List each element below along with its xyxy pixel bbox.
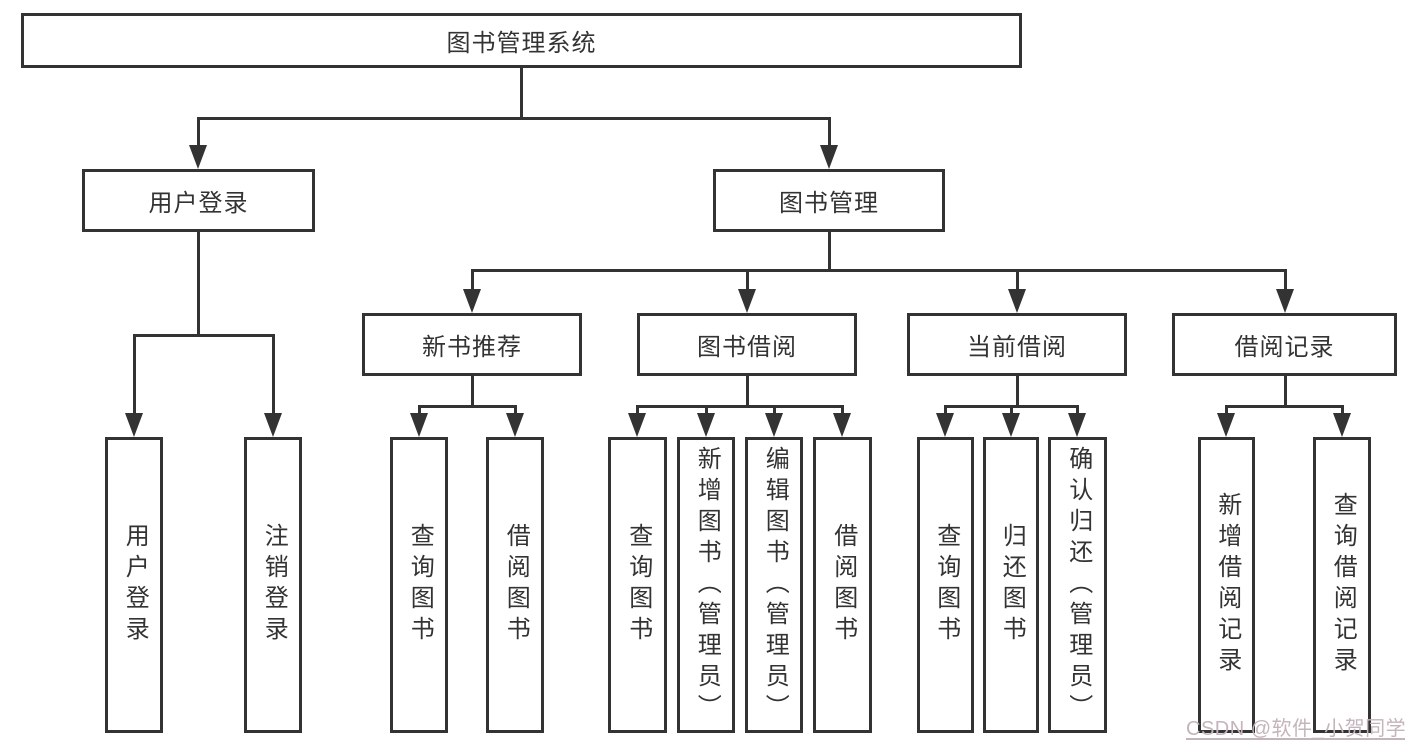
node-book-borrow: 图书借阅 (637, 313, 857, 376)
connector-hline (1225, 405, 1344, 408)
connector-vline (520, 68, 523, 119)
arrowhead-icon (628, 413, 646, 437)
connector-vline (418, 405, 421, 415)
connector-vline (1284, 269, 1287, 290)
arrowhead-icon (738, 289, 756, 313)
leaf-return-book: 归还图书 (983, 437, 1039, 733)
connector-vline (705, 405, 708, 415)
arrowhead-icon (125, 413, 143, 437)
leaf-query-books-recommend: 查询图书 (390, 437, 448, 733)
node-current-borrow: 当前借阅 (907, 313, 1127, 376)
connector-hline (197, 117, 831, 120)
node-borrow-records: 借阅记录 (1172, 313, 1397, 376)
leaf-add-borrow-record: 新增借阅记录 (1198, 437, 1255, 733)
node-borrow-records-label: 借阅记录 (1234, 334, 1335, 361)
arrowhead-icon (765, 413, 783, 437)
connector-hline (636, 405, 844, 408)
connector-vline (746, 269, 749, 290)
node-book-borrow-label: 图书借阅 (697, 334, 797, 361)
connector-vline (471, 376, 474, 407)
connector-vline (133, 334, 136, 414)
arrowhead-icon (1002, 413, 1020, 437)
connector-vline (828, 232, 831, 271)
leaf-edit-book-admin-label: 编辑图书（管理员） (761, 445, 789, 725)
node-book-management: 图书管理 (713, 169, 945, 232)
node-user-login: 用户登录 (82, 169, 315, 232)
connector-vline (471, 269, 474, 290)
node-current-borrow-label: 当前借阅 (967, 334, 1067, 361)
arrowhead-icon (1008, 289, 1026, 313)
connector-vline (1225, 405, 1228, 415)
connector-vline (1016, 376, 1019, 407)
leaf-add-book-admin-label: 新增图书（管理员） (693, 445, 721, 725)
leaf-borrow-books-recommend-label: 借阅图书 (502, 523, 530, 647)
leaf-user-login: 用户登录 (105, 437, 163, 733)
connector-vline (746, 376, 749, 407)
connector-vline (197, 117, 200, 146)
arrowhead-icon (936, 413, 954, 437)
arrowhead-icon (820, 145, 838, 169)
node-new-book-recommend: 新书推荐 (362, 313, 582, 376)
leaf-add-borrow-record-label: 新增借阅记录 (1213, 492, 1241, 678)
leaf-query-books-borrow: 查询图书 (608, 437, 667, 733)
leaf-borrow-books: 借阅图书 (813, 437, 872, 733)
leaf-query-borrow-record: 查询借阅记录 (1313, 437, 1371, 733)
arrowhead-icon (833, 413, 851, 437)
leaf-edit-book-admin: 编辑图书（管理员） (745, 437, 803, 733)
leaf-confirm-return-admin-label: 确认归还（管理员） (1064, 445, 1092, 725)
node-book-management-label: 图书管理 (779, 190, 879, 217)
arrowhead-icon (463, 289, 481, 313)
connector-hline (418, 405, 517, 408)
connector-vline (944, 405, 947, 415)
arrowhead-icon (506, 413, 524, 437)
arrowhead-icon (697, 413, 715, 437)
leaf-query-books-borrow-label: 查询图书 (624, 523, 652, 647)
connector-vline (272, 334, 275, 414)
arrowhead-icon (264, 413, 282, 437)
leaf-borrow-books-label: 借阅图书 (829, 523, 857, 647)
connector-vline (1016, 269, 1019, 290)
connector-vline (197, 232, 200, 336)
connector-vline (1341, 405, 1344, 415)
arrowhead-icon (1217, 413, 1235, 437)
connector-hline (471, 269, 1287, 272)
connector-vline (773, 405, 776, 415)
leaf-query-books-recommend-label: 查询图书 (406, 523, 434, 647)
connector-vline (1076, 405, 1079, 415)
connector-vline (514, 405, 517, 415)
leaf-return-book-label: 归还图书 (998, 523, 1026, 647)
leaf-user-login-label: 用户登录 (121, 523, 149, 647)
leaf-query-books-current: 查询图书 (917, 437, 974, 733)
leaf-logout-label: 注销登录 (260, 523, 288, 647)
leaf-query-books-current-label: 查询图书 (932, 523, 960, 647)
node-user-login-label: 用户登录 (148, 190, 249, 217)
arrowhead-icon (189, 145, 207, 169)
csdn-watermark: CSDN @软件_小贺同学 (1186, 718, 1405, 740)
connector-vline (1010, 405, 1013, 415)
leaf-logout: 注销登录 (244, 437, 302, 733)
connector-vline (828, 117, 831, 146)
arrowhead-icon (1333, 413, 1351, 437)
node-root: 图书管理系统 (21, 13, 1022, 68)
node-root-label: 图书管理系统 (446, 30, 597, 57)
arrowhead-icon (410, 413, 428, 437)
leaf-confirm-return-admin: 确认归还（管理员） (1048, 437, 1107, 733)
connector-vline (636, 405, 639, 415)
leaf-borrow-books-recommend: 借阅图书 (486, 437, 544, 733)
arrowhead-icon (1068, 413, 1086, 437)
arrowhead-icon (1276, 289, 1294, 313)
leaf-add-book-admin: 新增图书（管理员） (677, 437, 735, 733)
leaf-query-borrow-record-label: 查询借阅记录 (1329, 492, 1357, 678)
connector-hline (133, 334, 275, 337)
node-new-book-recommend-label: 新书推荐 (422, 334, 522, 361)
connector-vline (1284, 376, 1287, 407)
connector-vline (841, 405, 844, 415)
